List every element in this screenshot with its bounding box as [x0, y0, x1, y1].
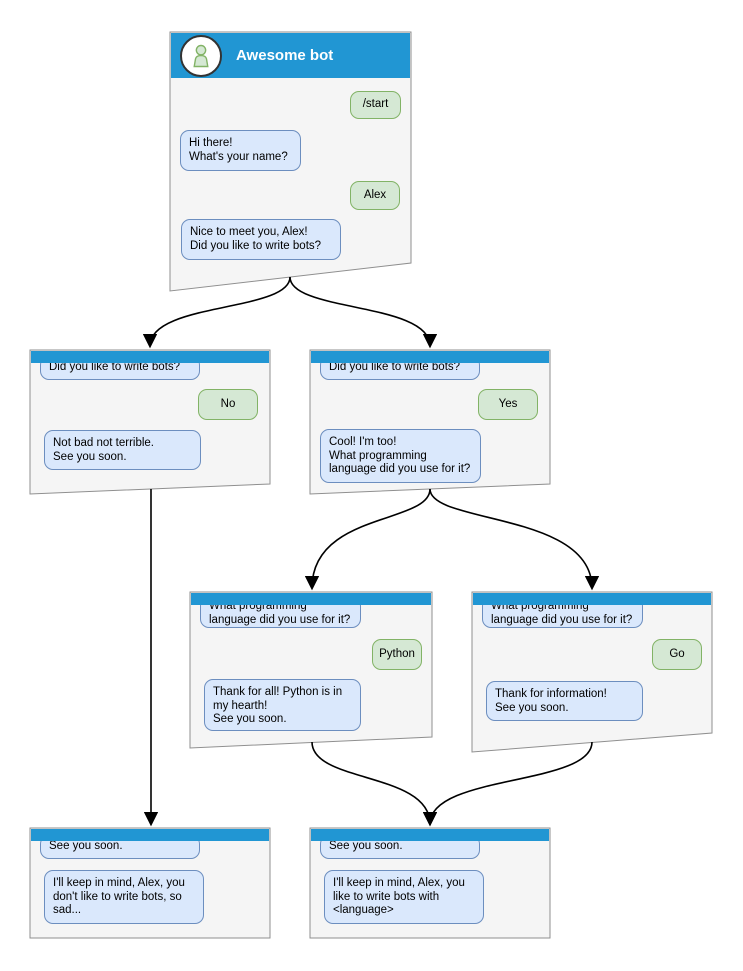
chat-titlebar-strip — [311, 351, 549, 363]
user-message-bubble: Python — [372, 639, 422, 670]
connector-root-to-no — [142, 276, 291, 349]
person-icon — [193, 44, 209, 67]
chat-titlebar-strip — [31, 351, 269, 363]
bot-message-bubble: Not bad not terrible. See you soon. — [44, 430, 201, 470]
chat-window-root: /start Hi there! What's your name? Alex … — [170, 32, 411, 291]
chat-window-yes: Did you like to write bots? Yes Cool! I'… — [310, 350, 550, 494]
user-message-bubble: Alex — [350, 181, 400, 210]
bot-avatar — [180, 34, 222, 77]
user-message-bubble: Yes — [478, 389, 538, 420]
chat-titlebar-strip — [473, 593, 711, 605]
chat-window-python: What programming language did you use fo… — [190, 592, 432, 748]
connector-root-to-yes — [289, 276, 438, 349]
chat-titlebar-strip — [191, 593, 431, 605]
connector-yes-to-python — [304, 488, 431, 591]
bot-message-bubble: Nice to meet you, Alex! Did you like to … — [181, 219, 341, 260]
user-message-bubble: Go — [652, 639, 702, 670]
bot-message-bubble: Cool! I'm too! What programming language… — [320, 429, 481, 483]
bot-message-bubble: I'll keep in mind, Alex, you like to wri… — [324, 870, 484, 924]
chat-window-no: Did you like to write bots? No Not bad n… — [30, 350, 270, 494]
user-message-bubble: No — [198, 389, 258, 420]
chat-window-end-no: See you soon. I'll keep in mind, Alex, y… — [30, 828, 270, 938]
bot-message-bubble: Thank for all! Python is in my hearth! S… — [204, 679, 361, 731]
chat-titlebar: Awesome bot — [171, 33, 410, 78]
bot-message-bubble: I'll keep in mind, Alex, you don't like … — [44, 870, 204, 924]
connector-python-to-end-yes — [311, 741, 438, 827]
connector-yes-to-go — [429, 488, 600, 591]
window-title: Awesome bot — [236, 47, 334, 64]
chat-window-go: What programming language did you use fo… — [472, 592, 712, 752]
chat-titlebar-strip — [31, 829, 269, 841]
chat-window-end-yes: See you soon. I'll keep in mind, Alex, y… — [310, 828, 550, 938]
user-message-bubble: /start — [350, 91, 401, 119]
chat-titlebar-strip — [311, 829, 549, 841]
bot-message-bubble: Hi there! What's your name? — [180, 130, 301, 171]
bot-message-bubble: Thank for information! See you soon. — [486, 681, 643, 721]
connector-go-to-end-yes — [422, 741, 593, 827]
